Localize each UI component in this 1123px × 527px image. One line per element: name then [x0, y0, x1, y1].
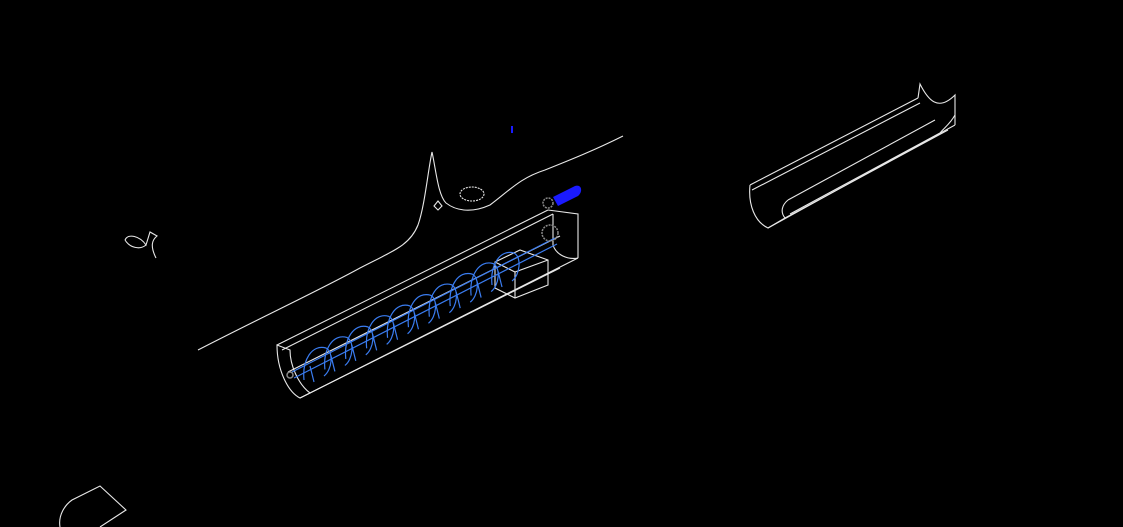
screw-flight: [491, 251, 520, 288]
screw-flight: [428, 283, 457, 319]
drive-motor: [553, 185, 582, 206]
gear: [541, 224, 559, 242]
screw-flight: [407, 294, 437, 330]
contour-loop: [459, 186, 485, 202]
outline-bottom-left: [59, 485, 127, 527]
screw-flight: [365, 315, 395, 351]
screw-flight: [324, 336, 353, 372]
screw-flight: [449, 272, 478, 309]
terrain-contour: [197, 135, 624, 351]
screw-flight: [386, 304, 416, 340]
screw-conveyor[interactable]: [276, 197, 579, 399]
small-outline-left: [124, 231, 158, 259]
screw-flight: [470, 262, 499, 298]
marker: [511, 126, 513, 133]
screw-flight: [303, 346, 332, 383]
hopper: [494, 249, 549, 299]
end-bearing: [286, 371, 294, 379]
detached-trough[interactable]: [749, 82, 956, 229]
screw-flight: [344, 325, 374, 362]
screw-flights: [303, 251, 520, 383]
contour-star: [433, 200, 443, 211]
gear-small: [542, 197, 554, 209]
